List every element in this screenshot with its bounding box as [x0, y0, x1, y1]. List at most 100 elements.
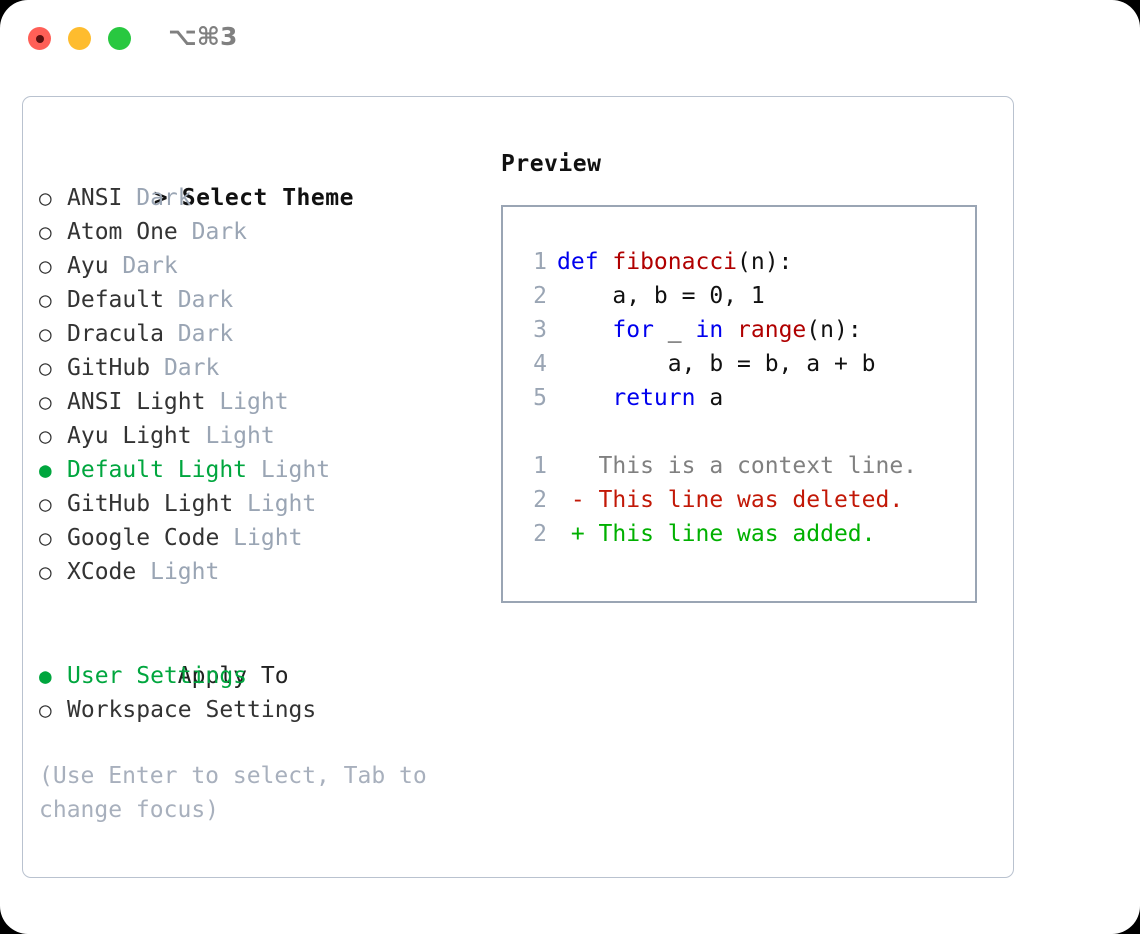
- code-token: a: [695, 385, 724, 411]
- code-token: in: [695, 317, 738, 343]
- keyboard-shortcut-label: ⌥⌘3: [168, 22, 238, 51]
- theme-option-dracula[interactable]: ○ Dracula Dark: [39, 317, 469, 351]
- theme-variant-tag: Dark: [122, 185, 192, 211]
- theme-option-label: Default: [67, 287, 164, 313]
- line-number: 5: [533, 385, 547, 411]
- preview-title: Preview: [501, 151, 602, 177]
- theme-option-list[interactable]: ○ANSI Dark○Atom One Dark○Ayu Dark○Defaul…: [39, 181, 469, 589]
- theme-variant-tag: Dark: [163, 287, 234, 313]
- line-number: 3: [533, 317, 547, 343]
- theme-option-label: Dracula: [67, 321, 164, 347]
- apply-to-title: ○Apply To: [39, 625, 469, 689]
- code-token: def: [557, 249, 613, 275]
- radio-unselected-icon: ○: [39, 220, 52, 244]
- theme-option-label: Atom One: [67, 219, 178, 245]
- keyboard-hint-text: (Use Enter to select, Tab to change focu…: [39, 763, 441, 823]
- theme-option-atom-one[interactable]: ○ Atom One Dark: [39, 215, 469, 249]
- prompt-caret-icon: >: [153, 185, 169, 211]
- diff-line-text: + This line was added.: [557, 521, 876, 547]
- apply-to-option-label: Workspace Settings: [67, 697, 317, 723]
- radio-unselected-icon: ○: [39, 424, 52, 448]
- code-line: 4 a, b = b, a + b: [521, 347, 917, 381]
- radio-unselected-icon: ○: [39, 698, 52, 722]
- theme-option-ayu-light[interactable]: ○ Ayu Light Light: [39, 419, 469, 453]
- apply-to-option-label: User Settings: [67, 663, 248, 689]
- line-number: 1: [533, 249, 547, 275]
- theme-option-github[interactable]: ○ GitHub Dark: [39, 351, 469, 385]
- code-diff-separator: [521, 415, 917, 449]
- radio-unselected-icon: ○: [39, 186, 52, 210]
- diff-line-del: 2 - This line was deleted.: [521, 483, 917, 517]
- diff-line-add: 2 + This line was added.: [521, 517, 917, 551]
- apply-to-option-workspace-settings[interactable]: ○ Workspace Settings: [39, 693, 469, 727]
- code-token: a, b = b, a + b: [557, 351, 876, 377]
- theme-variant-tag: Light: [191, 423, 275, 449]
- minimize-window-button[interactable]: [68, 27, 91, 50]
- code-line: 3 for _ in range(n):: [521, 313, 917, 347]
- code-token: (n):: [737, 249, 793, 275]
- theme-variant-tag: Light: [205, 389, 289, 415]
- code-token: [557, 317, 612, 343]
- code-token: (n):: [806, 317, 862, 343]
- theme-variant-tag: Dark: [150, 355, 220, 381]
- theme-option-github-light[interactable]: ○ GitHub Light Light: [39, 487, 469, 521]
- theme-option-default[interactable]: ○ Default Dark: [39, 283, 469, 317]
- theme-variant-tag: Dark: [177, 219, 248, 245]
- theme-list-header-label: Select Theme: [181, 185, 354, 211]
- theme-option-ansi-light[interactable]: ○ ANSI Light Light: [39, 385, 469, 419]
- radio-selected-icon: ●: [39, 458, 52, 482]
- diff-line-ctx: 1 This is a context line.: [521, 449, 917, 483]
- theme-option-label: Google Code: [67, 525, 220, 551]
- theme-variant-tag: Light: [247, 457, 331, 483]
- theme-option-label: Default Light: [67, 457, 248, 483]
- theme-option-label: GitHub: [67, 355, 151, 381]
- theme-option-ansi[interactable]: ○ ANSI Dark: [39, 181, 469, 215]
- close-window-button[interactable]: [28, 27, 51, 50]
- title-bar: ⌥⌘3: [0, 0, 1140, 78]
- theme-variant-tag: Dark: [108, 253, 178, 279]
- code-token: _: [653, 317, 696, 343]
- theme-option-label: GitHub Light: [67, 491, 234, 517]
- theme-option-label: Ayu Light: [67, 423, 192, 449]
- theme-variant-tag: Light: [136, 559, 220, 585]
- theme-variant-tag: Light: [233, 491, 317, 517]
- theme-variant-tag: Light: [219, 525, 303, 551]
- theme-option-label: Ayu: [67, 253, 109, 279]
- apply-to-option-user-settings[interactable]: ● User Settings: [39, 659, 469, 693]
- apply-to-option-list[interactable]: ● User Settings ○ Workspace Settings: [39, 659, 469, 727]
- theme-option-xcode[interactable]: ○XCode Light: [39, 555, 469, 589]
- theme-list-header: > Select Theme: [39, 147, 469, 211]
- line-number: 1: [533, 453, 547, 479]
- line-number: 4: [533, 351, 547, 377]
- code-token: [557, 385, 612, 411]
- theme-option-label: ANSI Light: [67, 389, 206, 415]
- code-token: a, b = 0, 1: [557, 283, 765, 309]
- theme-option-label: XCode: [67, 559, 137, 585]
- theme-option-label: ANSI: [67, 185, 123, 211]
- apply-to-title-label: Apply To: [177, 663, 289, 689]
- theme-option-default-light[interactable]: ● Default Light Light: [39, 453, 469, 487]
- maximize-window-button[interactable]: [108, 27, 131, 50]
- theme-option-google-code[interactable]: ○ Google Code Light: [39, 521, 469, 555]
- theme-option-ayu[interactable]: ○Ayu Dark: [39, 249, 469, 283]
- theme-list-column: >Select Theme ○ANSI Dark○Atom One Dark○A…: [39, 147, 469, 827]
- code-token: return: [612, 385, 696, 411]
- diff-line-text: This is a context line.: [557, 453, 918, 479]
- radio-unselected-icon: ○: [39, 322, 52, 346]
- theme-selector-panel: >Select Theme ○ANSI Dark○Atom One Dark○A…: [22, 96, 1014, 878]
- code-line: 5 return a: [521, 381, 917, 415]
- line-number: 2: [533, 283, 547, 309]
- radio-unselected-icon: ○: [39, 356, 52, 380]
- radio-unselected-icon: ○: [39, 390, 52, 414]
- radio-selected-icon: ●: [39, 664, 52, 688]
- radio-unselected-icon: ○: [39, 492, 52, 516]
- radio-unselected-icon: ○: [39, 526, 52, 550]
- theme-variant-tag: Dark: [163, 321, 234, 347]
- radio-unselected-icon: ○: [39, 288, 52, 312]
- line-number: 2: [533, 521, 547, 547]
